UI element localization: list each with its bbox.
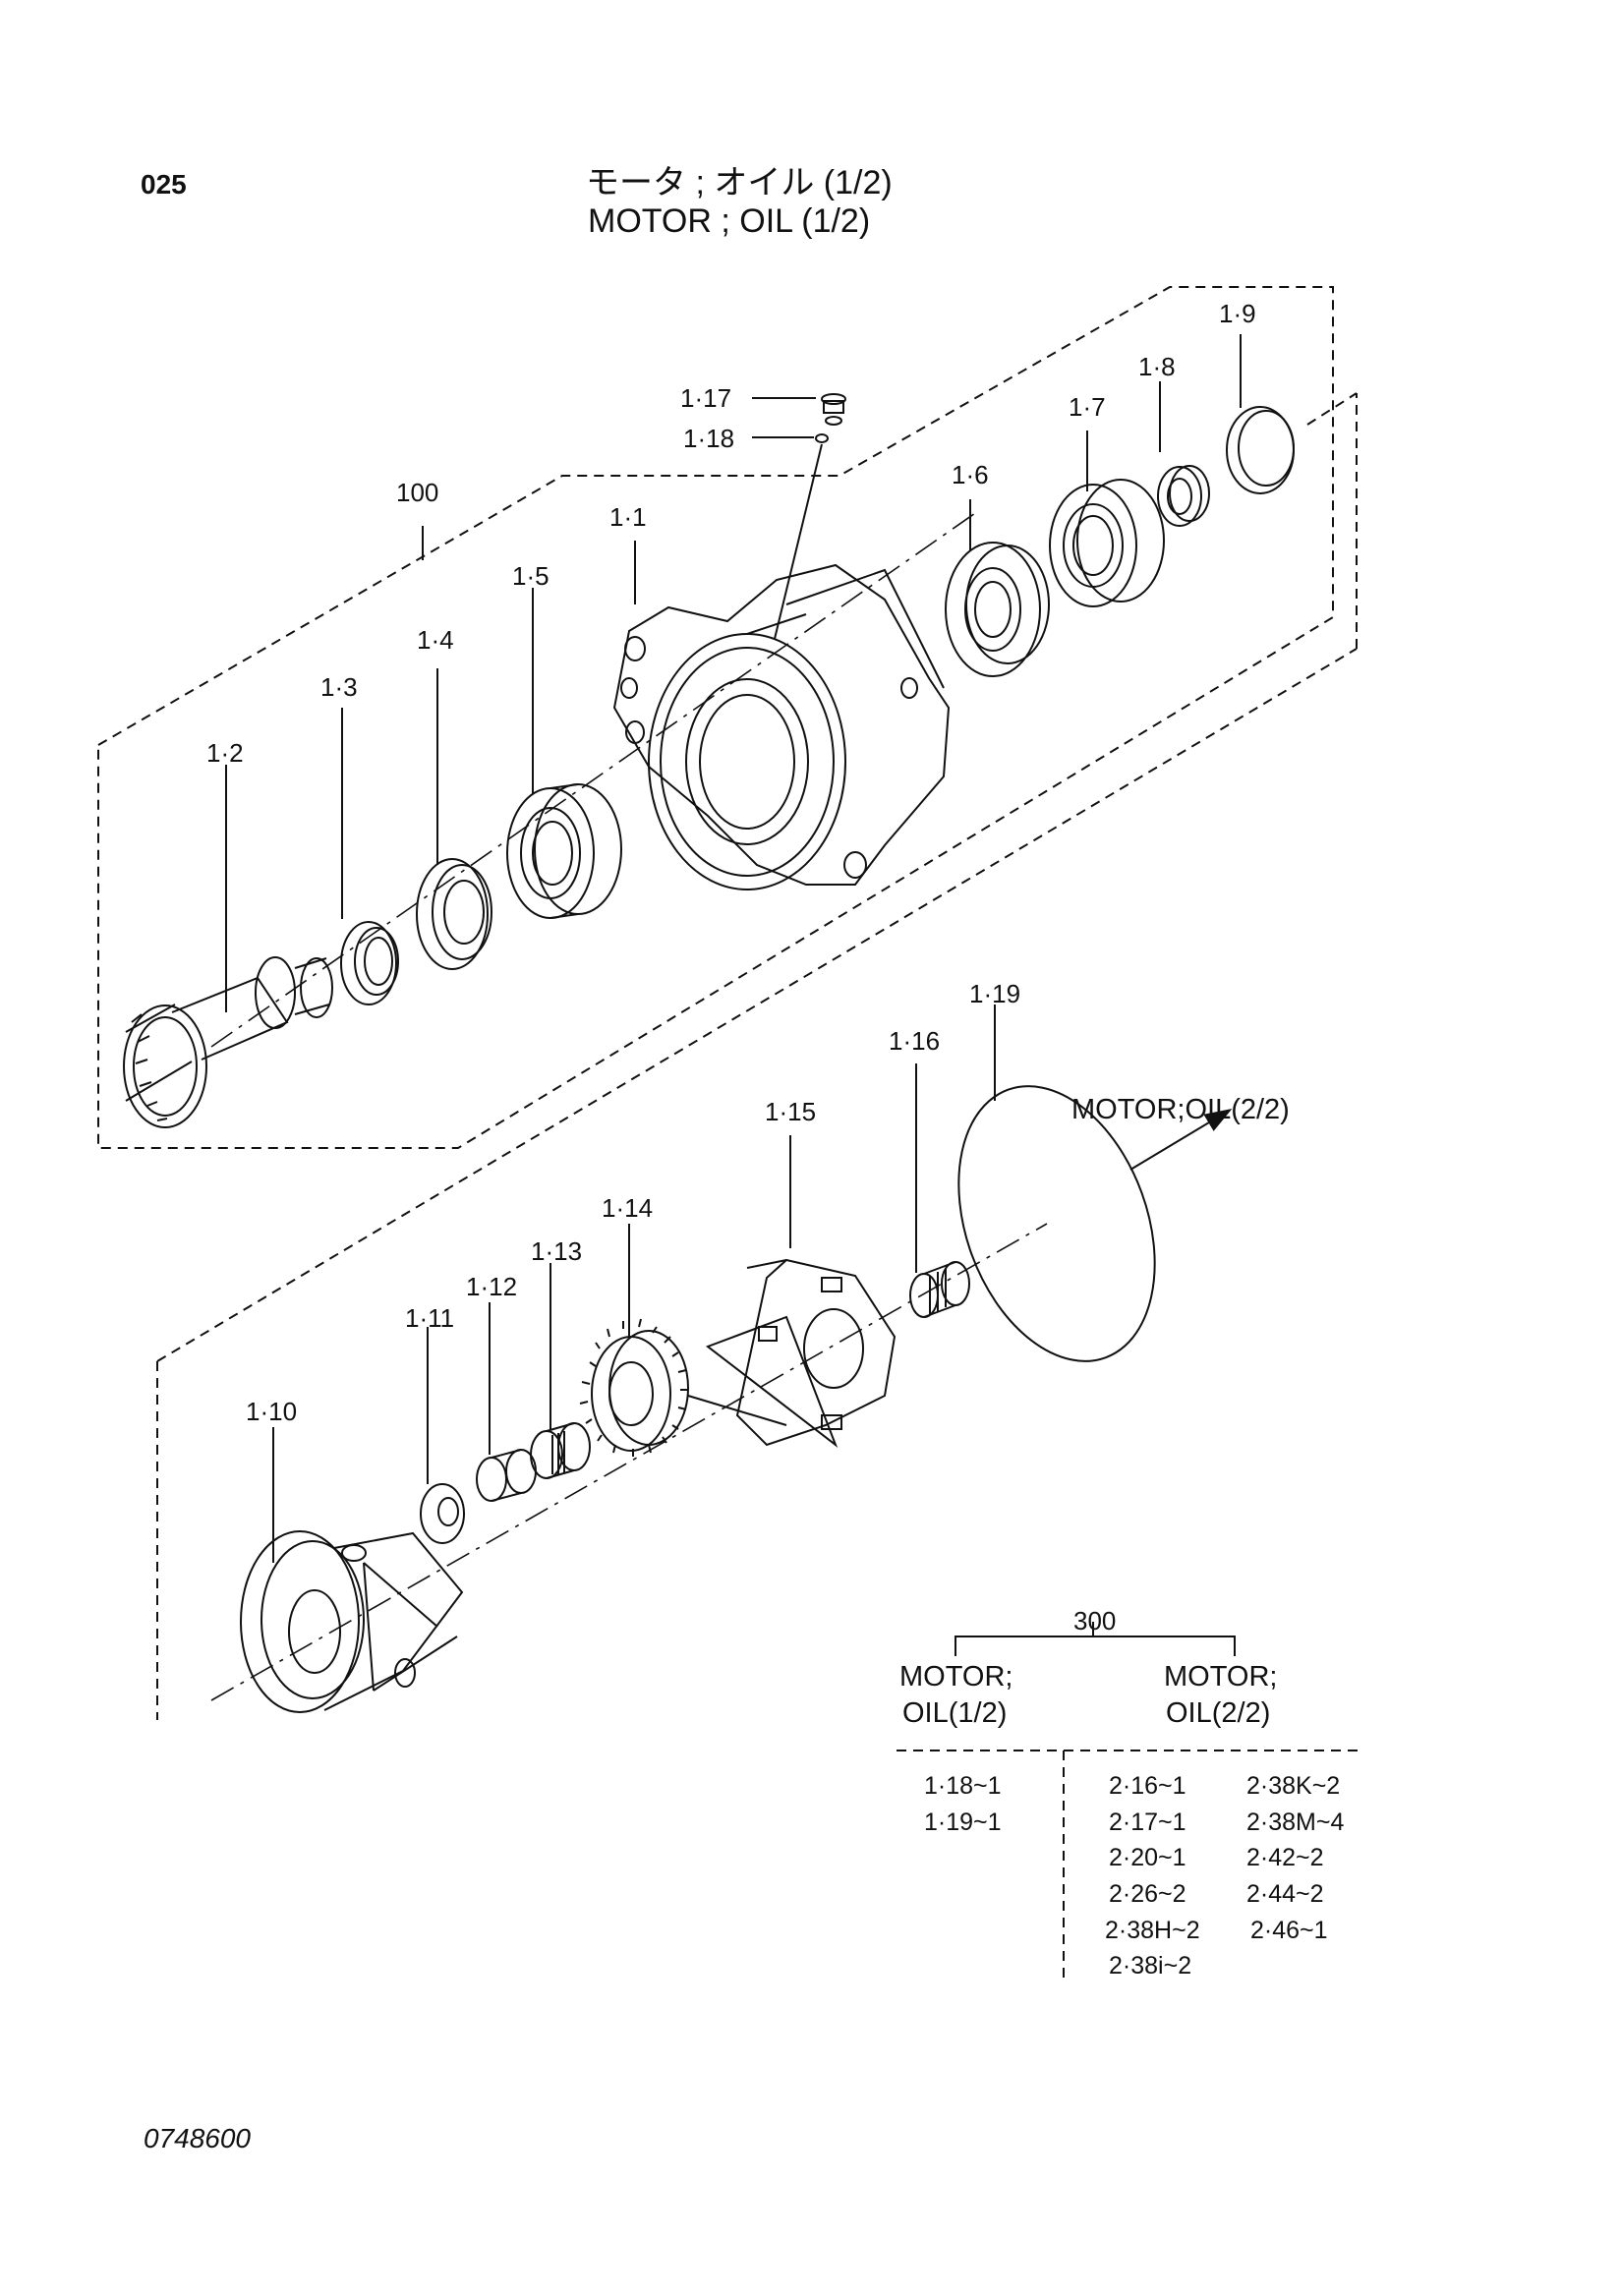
callout-1-15: 1·15 xyxy=(765,1097,816,1126)
part-1-1-housing xyxy=(612,563,951,890)
kit-right-item: 2·42~2 xyxy=(1246,1844,1324,1871)
callout-1-11: 1·11 xyxy=(405,1303,454,1333)
part-1-9-ring xyxy=(1226,406,1295,494)
part-1-16-sun-gear xyxy=(909,1261,970,1318)
part-1-5-bearing xyxy=(506,783,622,919)
part-1-10-carrier xyxy=(240,1530,464,1713)
part-1-7-bearing xyxy=(1049,479,1165,607)
title-english: MOTOR ; OIL (1/2) xyxy=(588,202,871,240)
title-japanese: モータ ; オイル (1/2) xyxy=(586,164,893,201)
part-1-11-washer xyxy=(420,1483,465,1544)
callout-1-10: 1·10 xyxy=(246,1397,297,1426)
kit-right-item: 2·38K~2 xyxy=(1246,1772,1340,1800)
callout-1-17: 1·17 xyxy=(680,383,731,413)
part-1-8-nut xyxy=(1157,465,1210,527)
assembly-boundary xyxy=(97,286,1334,1149)
kit-right-head-line1: MOTOR; xyxy=(1164,1661,1277,1693)
kit-right-item: 2·38i~2 xyxy=(1109,1952,1191,1980)
part-1-3-ring xyxy=(340,921,399,1005)
callout-1-5: 1·5 xyxy=(512,561,550,591)
kit-right-item: 2·38M~4 xyxy=(1246,1808,1344,1836)
callout-1-19: 1·19 xyxy=(969,979,1020,1008)
part-1-2-pinion-shaft xyxy=(123,956,333,1128)
kit-left-item: 1·19~1 xyxy=(924,1808,1002,1836)
callout-1-2: 1·2 xyxy=(206,738,244,768)
part-1-19-o-ring xyxy=(957,1085,1156,1362)
kit-right-item: 2·46~1 xyxy=(1250,1917,1328,1944)
label-assembly-100: 100 xyxy=(396,478,438,507)
kit-right-item: 2·20~1 xyxy=(1109,1844,1186,1871)
kit-right-item: 2·16~1 xyxy=(1109,1772,1186,1800)
part-1-13-needle-bearing xyxy=(530,1422,591,1479)
callout-1-4: 1·4 xyxy=(417,625,454,655)
kit-left-head-line2: OIL(1/2) xyxy=(902,1697,1007,1729)
kit-right-item: 2·17~1 xyxy=(1109,1808,1186,1836)
kit-bracket xyxy=(955,1622,1236,1656)
document-code: 0748600 xyxy=(144,2123,252,2153)
kit-right-item: 2·26~2 xyxy=(1109,1880,1186,1908)
callout-1-8: 1·8 xyxy=(1138,352,1176,381)
label-kit-300: 300 xyxy=(1073,1606,1116,1636)
callout-1-13: 1·13 xyxy=(531,1236,582,1266)
callout-1-16: 1·16 xyxy=(889,1026,940,1056)
kit-left-item: 1·18~1 xyxy=(924,1772,1002,1800)
callout-1-14: 1·14 xyxy=(602,1193,653,1223)
part-1-14-planet-gear xyxy=(579,1318,689,1457)
callout-1-12: 1·12 xyxy=(466,1272,517,1301)
part-1-17-plug xyxy=(821,393,846,426)
part-1-6-seal xyxy=(945,542,1050,677)
callout-1-3: 1·3 xyxy=(320,672,358,702)
kit-bracket-line xyxy=(156,392,1358,1720)
callout-1-7: 1·7 xyxy=(1069,392,1106,422)
kit-right-head-line2: OIL(2/2) xyxy=(1166,1697,1270,1729)
callout-1-6: 1·6 xyxy=(952,460,989,489)
part-1-18-o-ring xyxy=(815,433,829,443)
page-number: 025 xyxy=(141,169,187,200)
callout-1-18: 1·18 xyxy=(683,424,734,453)
kit-right-item: 2·44~2 xyxy=(1246,1880,1324,1908)
part-1-4-washer xyxy=(416,858,492,970)
callout-1-9: 1·9 xyxy=(1219,299,1256,328)
callout-1-1: 1·1 xyxy=(609,502,647,532)
kit-left-head-line1: MOTOR; xyxy=(899,1661,1012,1693)
continuation-label: MOTOR;OIL(2/2) xyxy=(1071,1094,1290,1125)
part-1-15-plate xyxy=(687,1258,897,1448)
part-1-12-bushing xyxy=(476,1449,537,1502)
kit-right-item: 2·38H~2 xyxy=(1105,1917,1200,1944)
